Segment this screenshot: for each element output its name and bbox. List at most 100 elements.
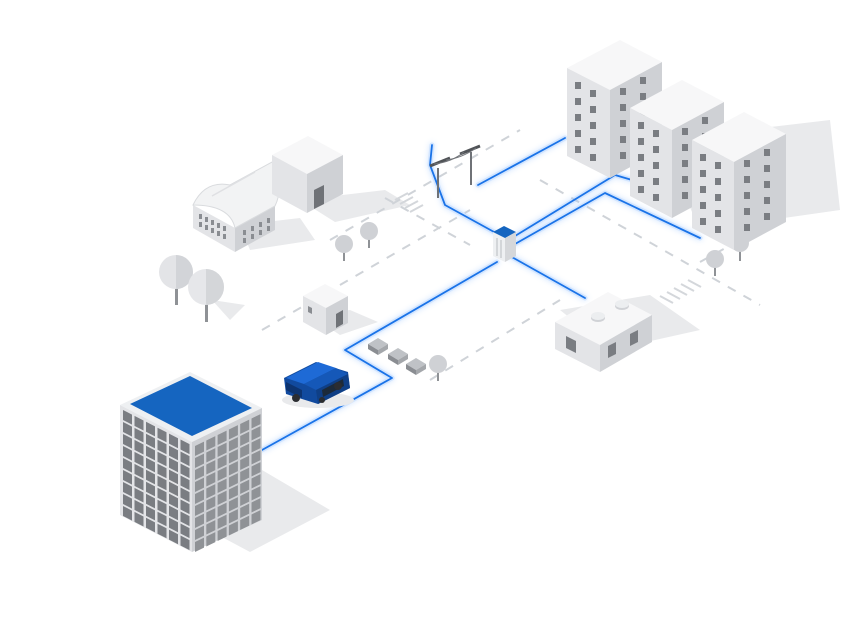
tower-window (180, 499, 190, 515)
tower-window (195, 537, 204, 552)
tower-window (251, 486, 261, 501)
tower-window (206, 448, 216, 463)
tower-window (169, 433, 178, 449)
tower-window (134, 415, 144, 431)
tower-window (217, 490, 227, 505)
tower-window (217, 454, 227, 469)
small-cars (368, 338, 426, 375)
tower-window (240, 515, 250, 530)
distribution-cabinet (493, 226, 516, 262)
tower-window (228, 473, 238, 488)
tower-window (217, 466, 227, 481)
tree-small-1 (335, 235, 353, 261)
tower-window (123, 410, 132, 425)
apartment-block-3 (692, 112, 786, 250)
tower-window (228, 521, 238, 536)
tower-window (206, 508, 216, 523)
tower-window (251, 438, 261, 453)
tower-window (157, 439, 167, 455)
tower-window (146, 493, 155, 509)
tower-window (123, 434, 132, 449)
tower-window (157, 427, 167, 443)
tower-window (195, 477, 204, 492)
tower-window (134, 487, 144, 503)
solar-panel-roof (130, 376, 252, 436)
tower-window (180, 523, 190, 539)
small-car-1 (368, 338, 388, 355)
small-car-2 (388, 348, 408, 365)
tower-window (228, 509, 238, 524)
tower-window (195, 525, 204, 540)
tower-window (206, 472, 216, 487)
tower-window (228, 497, 238, 512)
tower-window (134, 439, 144, 455)
tower-window (157, 487, 167, 503)
tower-window (240, 503, 250, 518)
tower-window (206, 496, 216, 511)
tower-window (180, 535, 190, 551)
tower-window (157, 499, 167, 515)
tower-window (195, 513, 204, 528)
tower-window (206, 532, 216, 547)
trees (159, 222, 749, 381)
warehouse (192, 161, 280, 252)
tower-window (217, 526, 227, 541)
tower-window (134, 511, 144, 527)
tower-window (180, 451, 190, 467)
tower-window (123, 470, 132, 485)
tower-window (123, 494, 132, 509)
tower-window (146, 505, 155, 521)
tower-window (228, 449, 238, 464)
tower-window (169, 493, 178, 509)
tower-window (134, 463, 144, 479)
tower-window (134, 427, 144, 443)
tower-window (206, 436, 216, 451)
tower-window (217, 430, 227, 445)
tower-window (146, 421, 155, 437)
van (282, 362, 354, 408)
tree-small-2 (360, 222, 378, 248)
tower-window (146, 469, 155, 485)
tower-window (240, 455, 250, 470)
tree-large-1 (159, 255, 193, 305)
crosswalks (394, 192, 702, 304)
tower-window (134, 499, 144, 515)
tower-window (123, 446, 132, 461)
office-tower (120, 372, 262, 552)
tower-window (240, 419, 250, 434)
tower-window (195, 453, 204, 468)
tower-window (157, 523, 167, 539)
tower-window (169, 517, 178, 533)
tower-window (217, 478, 227, 493)
tower-window (195, 465, 204, 480)
tower-window (217, 514, 227, 529)
tower-window (169, 469, 178, 485)
tower-window (146, 481, 155, 497)
tower-window (169, 481, 178, 497)
tower-window (134, 451, 144, 467)
tower-window (169, 445, 178, 461)
tree-large-2 (188, 269, 224, 322)
tower-window (123, 422, 132, 437)
tower-window (180, 463, 190, 479)
tower-window (251, 414, 261, 429)
tower-window (169, 457, 178, 473)
tower-window (146, 445, 155, 461)
cube-building (272, 136, 343, 213)
tower-window (146, 517, 155, 533)
tree-small-4 (706, 250, 724, 276)
rooftop-unit-building (555, 292, 652, 372)
tower-window (206, 460, 216, 475)
tower-window (157, 511, 167, 527)
tower-window (228, 461, 238, 476)
tower-window (240, 431, 250, 446)
tower-window (228, 425, 238, 440)
tower-window (251, 498, 261, 513)
tower-window (228, 437, 238, 452)
tower-window (180, 511, 190, 527)
tower-window (251, 450, 261, 465)
tower-window (240, 479, 250, 494)
small-hut (303, 284, 348, 335)
tower-window (146, 433, 155, 449)
